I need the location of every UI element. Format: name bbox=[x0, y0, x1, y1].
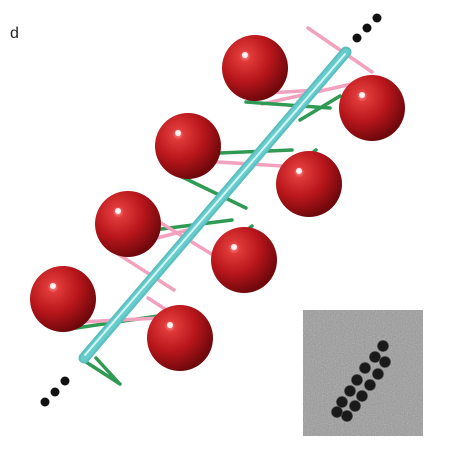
inset-particle bbox=[344, 385, 356, 397]
ellipsis-dots-icon bbox=[352, 13, 382, 43]
inset-particle bbox=[379, 356, 391, 368]
sphere-highlight bbox=[359, 92, 365, 98]
sphere-body bbox=[211, 227, 277, 293]
inset-particle bbox=[341, 410, 353, 422]
sphere-body bbox=[222, 35, 288, 101]
linker-pink bbox=[306, 26, 374, 74]
inset-particle bbox=[351, 374, 363, 386]
sphere-highlight bbox=[115, 208, 121, 214]
sphere bbox=[222, 35, 288, 101]
linker-green bbox=[94, 356, 120, 384]
inset-particle bbox=[356, 390, 368, 402]
sphere-body bbox=[155, 113, 221, 179]
sphere-highlight bbox=[231, 244, 237, 250]
inset-particle bbox=[377, 340, 389, 352]
sphere-body bbox=[147, 305, 213, 371]
sphere-highlight bbox=[296, 168, 302, 174]
inset-particle-chain bbox=[331, 340, 391, 422]
sphere-highlight bbox=[175, 130, 181, 136]
linker-green bbox=[298, 94, 342, 122]
inset-particle bbox=[364, 379, 376, 391]
ellipsis-dots-icon bbox=[40, 376, 70, 407]
sphere-body bbox=[339, 75, 405, 141]
linker-green bbox=[244, 100, 332, 110]
sphere-body bbox=[276, 151, 342, 217]
panel-label: d bbox=[10, 25, 19, 42]
linker-green bbox=[174, 172, 248, 210]
linker-pink bbox=[116, 252, 176, 292]
sphere bbox=[276, 151, 342, 217]
sphere-group bbox=[30, 35, 405, 371]
sphere bbox=[155, 113, 221, 179]
sphere-highlight bbox=[167, 322, 173, 328]
inset-micrograph bbox=[303, 310, 423, 436]
backbone-rod bbox=[78, 46, 352, 364]
sphere bbox=[30, 266, 96, 332]
sphere bbox=[147, 305, 213, 371]
sphere bbox=[95, 191, 161, 257]
sphere-highlight bbox=[242, 52, 248, 58]
sphere bbox=[339, 75, 405, 141]
inset-particle bbox=[331, 406, 343, 418]
inset-particle bbox=[359, 362, 371, 374]
sphere bbox=[211, 227, 277, 293]
inset-particle bbox=[336, 396, 348, 408]
sphere-body bbox=[30, 266, 96, 332]
inset-particle bbox=[349, 400, 361, 412]
sphere-body bbox=[95, 191, 161, 257]
inset-particle bbox=[369, 351, 381, 363]
inset-particle bbox=[372, 368, 384, 380]
sphere-highlight bbox=[50, 283, 56, 289]
